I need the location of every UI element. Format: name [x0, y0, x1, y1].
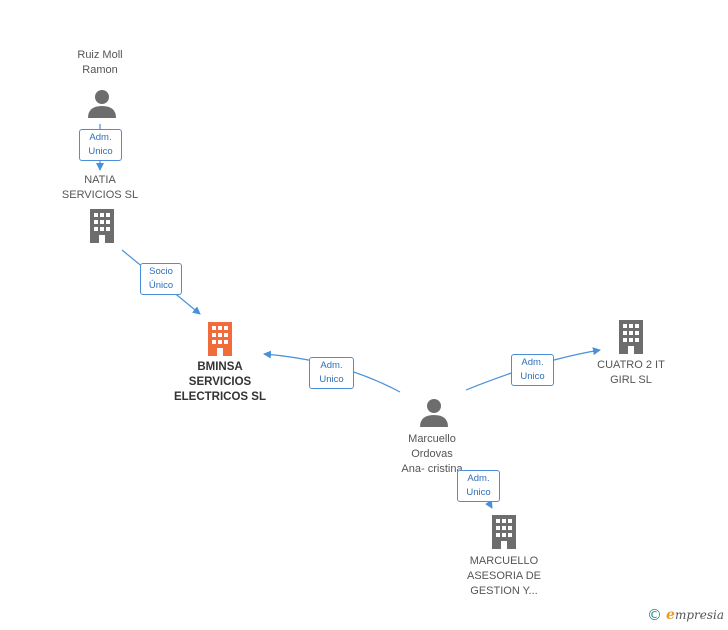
- building-icon[interactable]: [616, 320, 646, 354]
- brand-logo-initial: e: [666, 607, 675, 623]
- building-icon[interactable]: [87, 209, 117, 243]
- footer-brand: © empresia: [647, 606, 724, 624]
- node-label-natia[interactable]: NATIA SERVICIOS SL: [61, 174, 139, 201]
- edge-label-person-asesoria[interactable]: Adm. Unico: [457, 470, 500, 502]
- edge-label-natia-bminsa[interactable]: Socio Único: [140, 263, 182, 295]
- building-icon[interactable]: [489, 515, 519, 549]
- edge-label-ruiz-natia[interactable]: Adm. Unico: [79, 129, 122, 161]
- node-label-marcuello-asesoria[interactable]: MARCUELLO ASESORIA DE GESTION Y...: [467, 555, 541, 597]
- edge-label-person-cuatro[interactable]: Adm. Unico: [511, 354, 554, 386]
- building-icon-highlight[interactable]: [205, 322, 235, 356]
- brand-logo-text: mpresia: [674, 608, 724, 622]
- person-icon[interactable]: [419, 397, 449, 427]
- node-label-marcuello-person[interactable]: Marcuello Ordovas Ana- cristina: [401, 433, 463, 475]
- node-label-ruiz[interactable]: Ruiz Moll Ramon: [77, 49, 123, 76]
- node-label-bminsa[interactable]: BMINSA SERVICIOS ELECTRICOS SL: [173, 361, 266, 403]
- brand-logo: empresia: [666, 607, 724, 623]
- edge-label-person-bminsa[interactable]: Adm. Unico: [309, 357, 354, 389]
- node-label-cuatro[interactable]: CUATRO 2 IT GIRL SL: [597, 359, 665, 386]
- copyright-icon: ©: [647, 606, 663, 624]
- person-icon[interactable]: [87, 88, 117, 118]
